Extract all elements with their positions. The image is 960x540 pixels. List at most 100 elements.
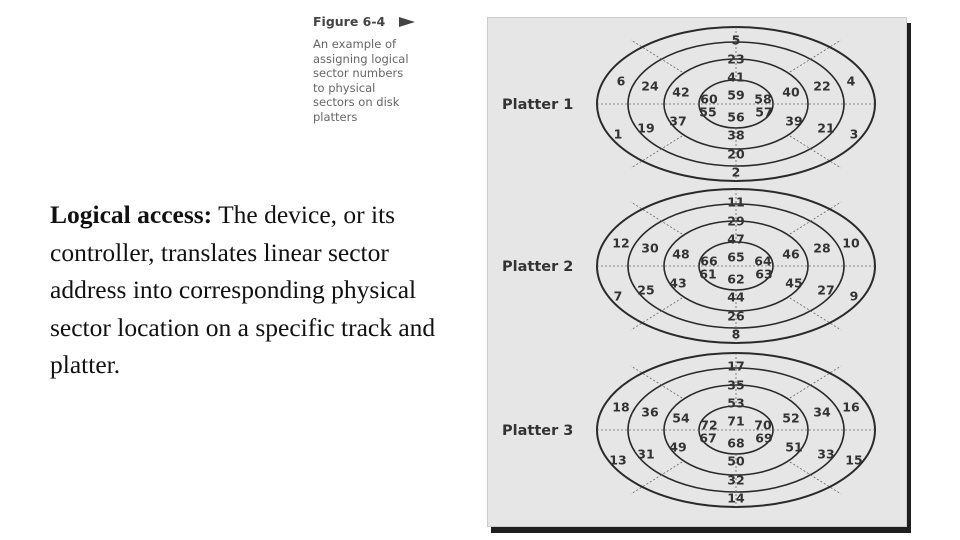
sector-number: 14 — [727, 491, 745, 506]
sector-number: 12 — [612, 236, 629, 251]
caption-line: sectors on disk — [313, 95, 400, 109]
sector-number: 26 — [727, 309, 745, 324]
caption-line: An example of — [313, 37, 397, 51]
sector-number: 43 — [669, 276, 686, 291]
sector-boundary — [630, 297, 683, 331]
logical-access-text: Logical access: The device, or its contr… — [50, 196, 450, 384]
sector-number: 70 — [754, 418, 772, 433]
sector-boundary — [630, 39, 683, 73]
sector-boundary — [789, 365, 842, 399]
sector-number: 71 — [727, 414, 744, 429]
sector-boundary — [789, 39, 842, 73]
sector-boundary — [789, 461, 842, 495]
sector-number: 37 — [669, 114, 686, 129]
caption-line: assigning logical — [313, 51, 409, 66]
sector-number: 65 — [727, 250, 744, 265]
sector-number: 20 — [727, 147, 745, 162]
sector-number: 4 — [847, 74, 856, 89]
sector-number: 15 — [845, 453, 862, 468]
sector-number: 27 — [817, 283, 834, 298]
sector-number: 21 — [817, 121, 834, 136]
sector-number: 53 — [727, 396, 744, 411]
sector-number: 66 — [700, 254, 718, 269]
sector-boundary — [630, 365, 683, 399]
sector-number: 8 — [732, 327, 741, 342]
sector-number: 35 — [727, 378, 744, 393]
term-definition: The device, or its controller, translate… — [50, 200, 436, 379]
sector-number: 64 — [754, 254, 772, 269]
sector-number: 10 — [842, 236, 860, 251]
figure-title: Figure 6-4 — [313, 14, 386, 29]
sector-number: 48 — [672, 247, 689, 262]
sector-number: 36 — [641, 405, 659, 420]
sector-number: 72 — [700, 418, 717, 433]
figure-header: Figure 6-4 — [313, 14, 453, 29]
sector-number: 16 — [842, 400, 860, 415]
figure-description: An example of assigning logical sector n… — [313, 37, 453, 124]
sector-number: 28 — [813, 241, 830, 256]
sector-number: 47 — [727, 232, 744, 247]
sector-number: 56 — [727, 110, 745, 125]
sector-number: 17 — [727, 359, 744, 374]
sector-number: 40 — [782, 85, 800, 100]
sector-number: 68 — [727, 436, 744, 451]
sector-number: 55 — [699, 105, 716, 120]
sector-number: 30 — [641, 241, 659, 256]
sector-number: 29 — [727, 214, 744, 229]
sector-number: 2 — [732, 165, 741, 180]
sector-number: 13 — [609, 453, 626, 468]
sector-number: 31 — [637, 447, 654, 462]
platter-label: Platter 3 — [502, 423, 573, 439]
arrow-icon — [399, 16, 416, 27]
sector-number: 33 — [817, 447, 834, 462]
figure-caption: Figure 6-4 An example of assigning logic… — [313, 14, 453, 124]
sector-number: 60 — [700, 92, 718, 107]
sector-boundary — [630, 201, 683, 235]
caption-line: platters — [313, 109, 358, 124]
sector-number: 49 — [669, 440, 686, 455]
sector-number: 32 — [727, 473, 744, 488]
sector-number: 52 — [782, 411, 799, 426]
platter-label: Platter 2 — [502, 259, 573, 275]
sector-number: 61 — [699, 267, 716, 282]
sector-number: 11 — [727, 195, 744, 210]
sector-number: 63 — [755, 267, 772, 282]
sector-boundary — [789, 201, 842, 235]
sector-number: 34 — [813, 405, 831, 420]
sector-number: 18 — [612, 400, 629, 415]
sector-number: 51 — [785, 440, 802, 455]
sector-number: 5 — [732, 33, 741, 48]
term-heading: Logical access: — [50, 200, 213, 229]
platter-label: Platter 1 — [502, 97, 573, 113]
sector-number: 54 — [672, 411, 690, 426]
sector-number: 23 — [727, 52, 744, 67]
sector-number: 50 — [727, 454, 745, 469]
sector-number: 38 — [727, 128, 744, 143]
sector-number: 7 — [614, 289, 623, 304]
sector-number: 46 — [782, 247, 800, 262]
sector-number: 24 — [641, 79, 659, 94]
sector-number: 3 — [850, 127, 859, 142]
sector-number: 67 — [699, 431, 716, 446]
sector-number: 59 — [727, 88, 744, 103]
sector-number: 9 — [850, 289, 859, 304]
sector-number: 22 — [813, 79, 830, 94]
sector-boundary — [789, 135, 842, 169]
sector-number: 39 — [785, 114, 802, 129]
sector-number: 57 — [755, 105, 772, 120]
sector-number: 6 — [617, 74, 626, 89]
sector-number: 58 — [754, 92, 771, 107]
caption-line: sector numbers — [313, 66, 404, 80]
sector-number: 41 — [727, 70, 744, 85]
sector-number: 44 — [727, 290, 745, 305]
sector-number: 42 — [672, 85, 689, 100]
sector-number: 1 — [614, 127, 623, 142]
sector-boundary — [630, 461, 683, 495]
sector-number: 19 — [637, 121, 654, 136]
sector-boundary — [789, 297, 842, 331]
sector-number: 45 — [785, 276, 802, 291]
sector-number: 69 — [755, 431, 772, 446]
sector-number: 62 — [727, 272, 744, 287]
